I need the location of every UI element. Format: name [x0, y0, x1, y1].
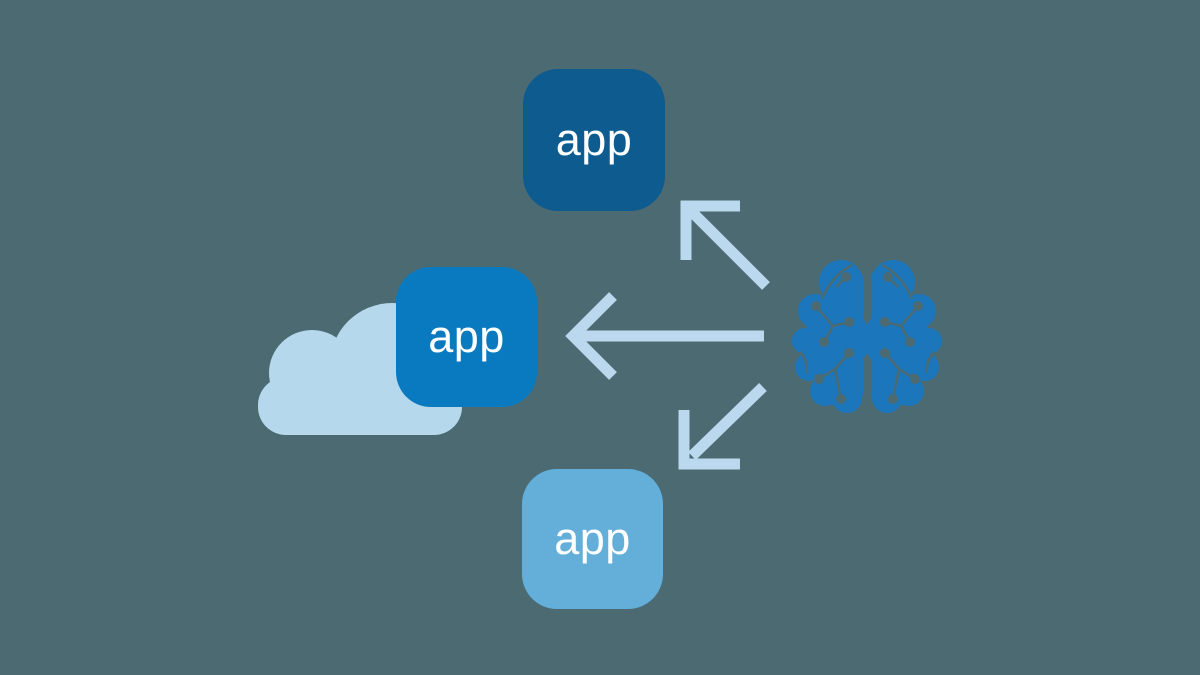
- app-node-top: app: [523, 69, 665, 211]
- app-node-middle-label: app: [428, 311, 505, 362]
- brain-icon: [792, 260, 942, 413]
- app-node-top-label: app: [555, 114, 633, 165]
- app-node-bottom: app: [522, 469, 663, 609]
- arrows-layer: [565, 200, 770, 470]
- arrow-down-left-icon: [678, 383, 767, 470]
- app-node-bottom-label: app: [554, 513, 631, 564]
- app-node-middle: app: [396, 267, 537, 407]
- arrow-up-left-icon: [680, 200, 770, 290]
- brain-circuit-nodes: [811, 272, 923, 404]
- arrow-left-icon: [565, 292, 764, 380]
